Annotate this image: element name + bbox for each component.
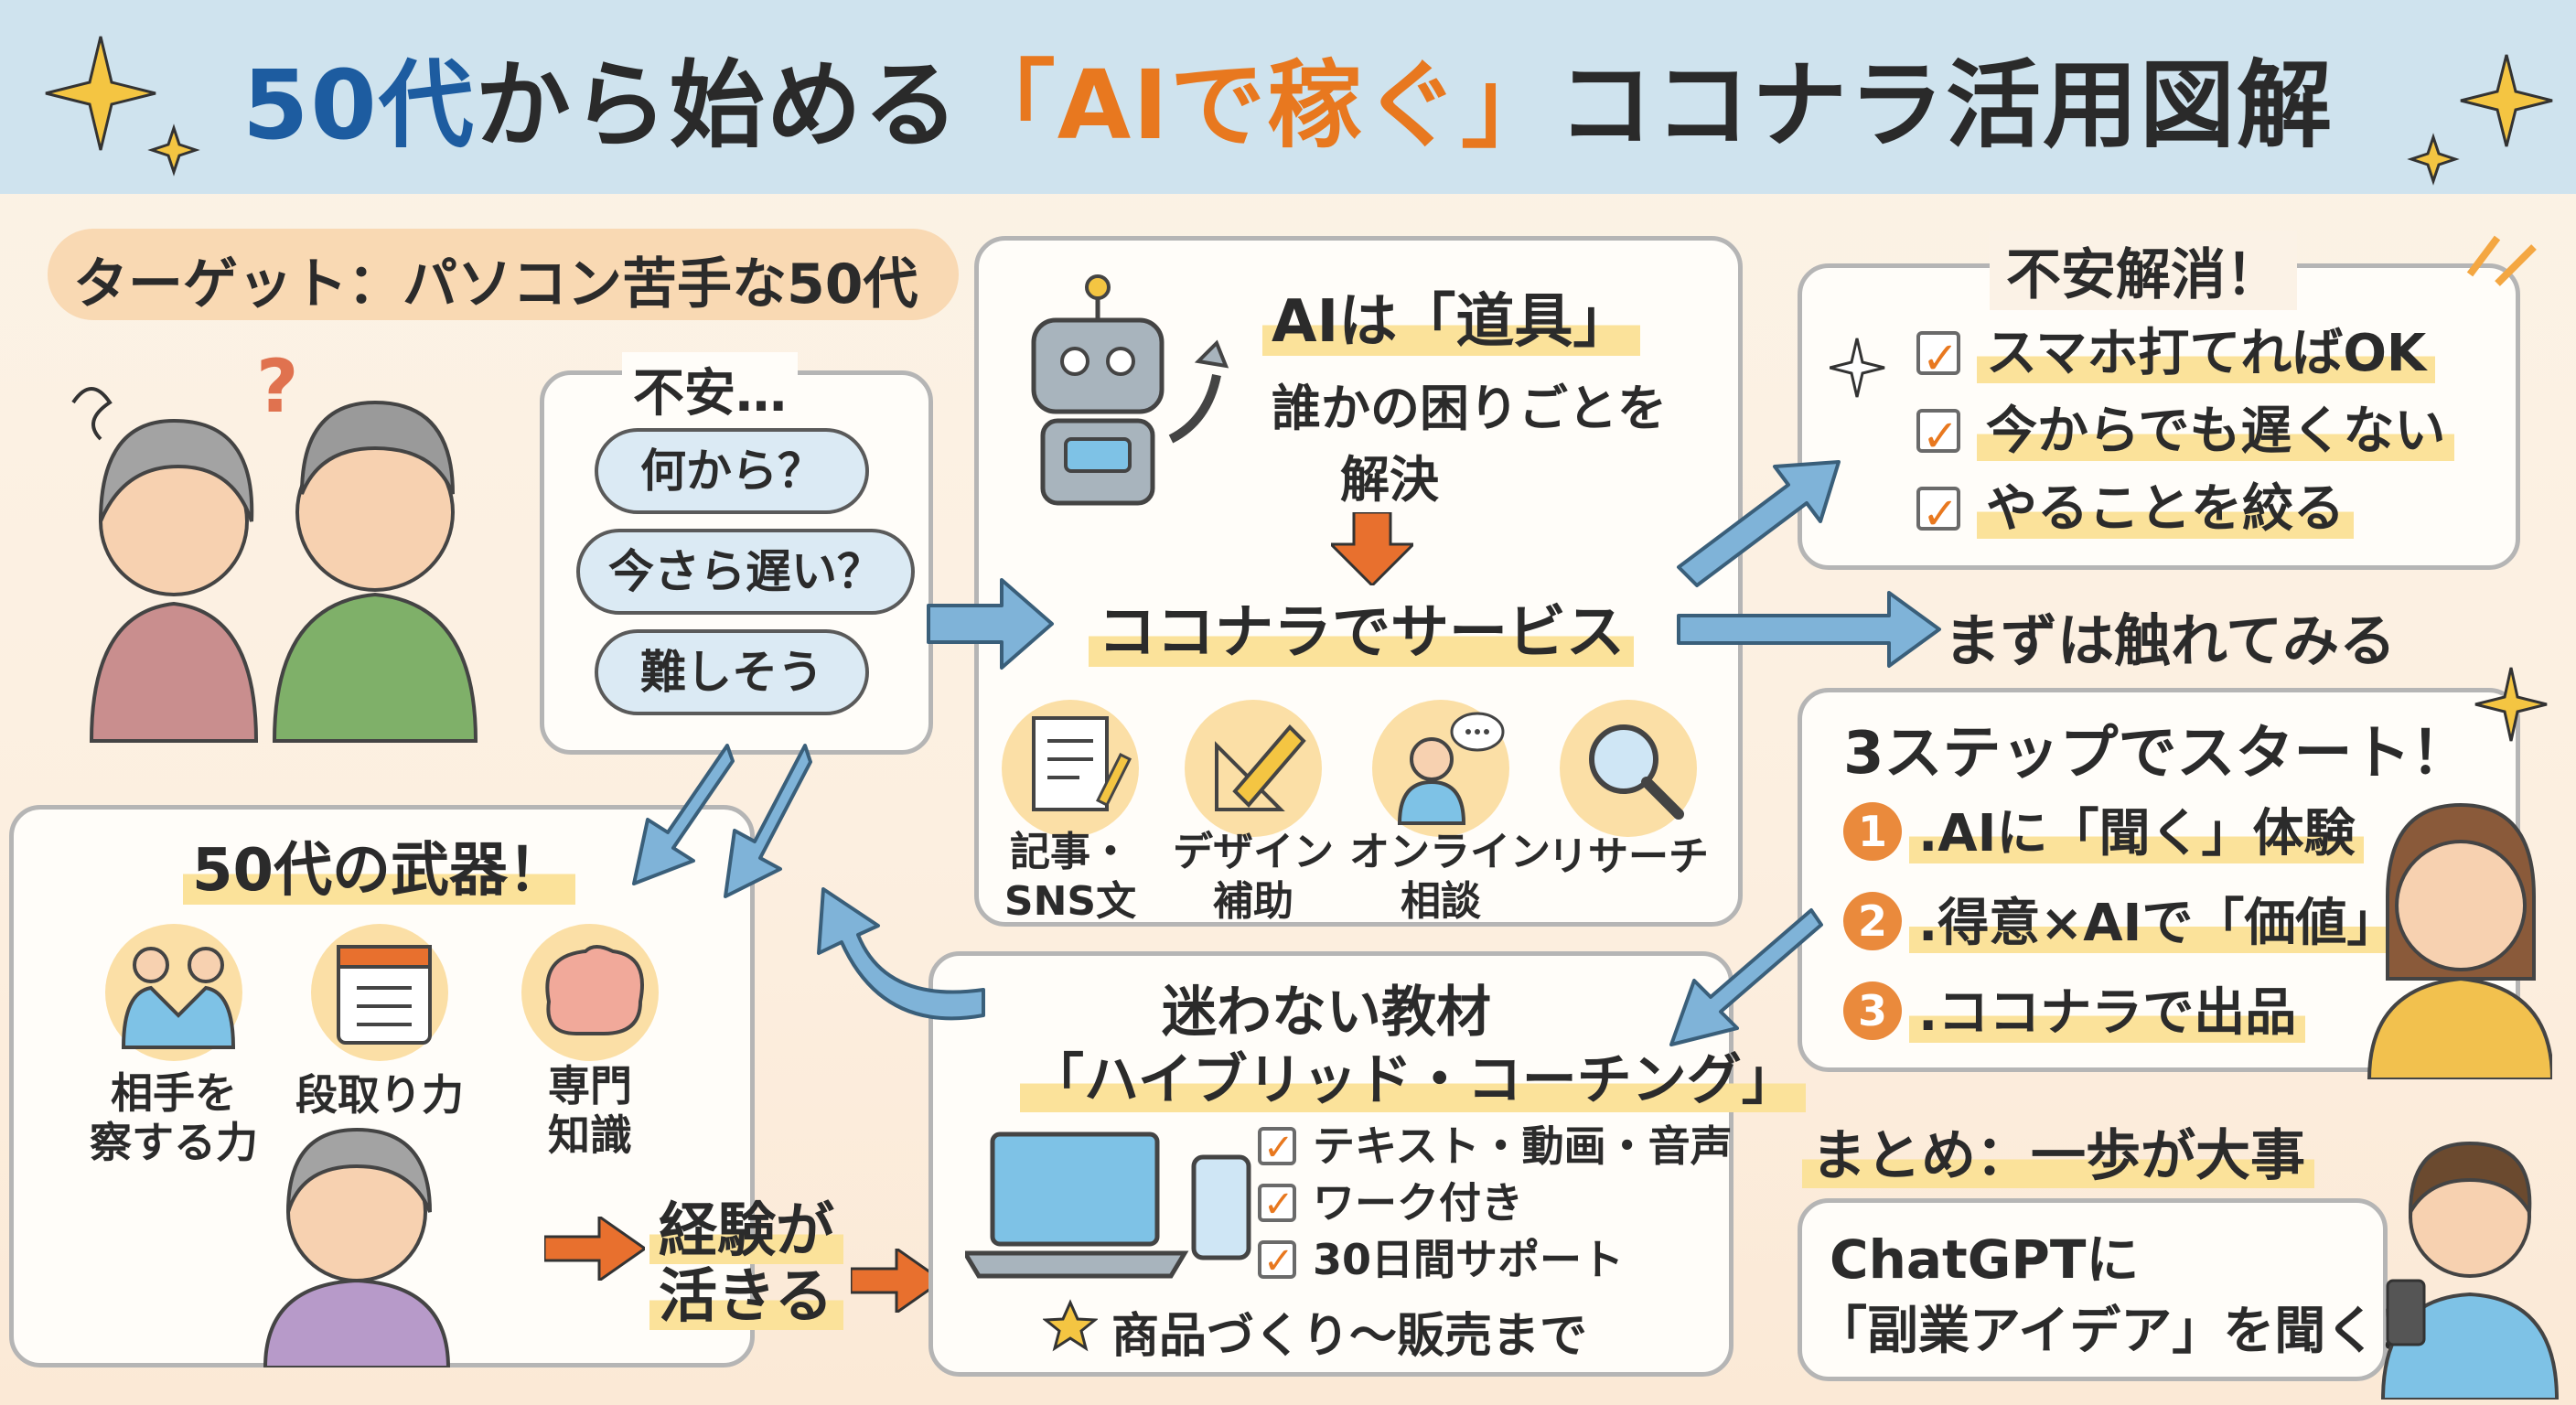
brain-icon <box>545 945 644 1035</box>
anxiety-heading: 不安… <box>622 352 798 426</box>
article-icon <box>1032 716 1132 811</box>
anxiety-bubble-where-start: 何から？ <box>595 428 869 514</box>
steps-heading: 3ステップでスタート！ <box>1843 720 2470 788</box>
handshake-icon <box>121 947 236 1049</box>
checkbox-icon <box>1916 400 1960 473</box>
summary-line1: ChatGPTに <box>1830 1228 2140 1291</box>
title-coconala: ココナラ活用図解 <box>1557 49 2334 161</box>
step-2: 2.得意×AIで「価値」 <box>1843 887 2408 960</box>
header-banner <box>0 0 2576 194</box>
material-item-2: ワーク付き <box>1258 1174 1523 1233</box>
relief-item-2: 今からでも遅くない <box>1916 395 2455 473</box>
title-50s: 50代 <box>242 49 476 161</box>
anxiety-bubble-difficult: 難しそう <box>595 629 869 715</box>
ai-tool-line2: 解決 <box>1340 451 1439 509</box>
step-1: 1.AIに「聞く」体験 <box>1843 798 2365 871</box>
star-icon <box>1043 1299 1098 1352</box>
step-3: 3.ココナラで出品 <box>1843 977 2306 1050</box>
robot-icon <box>1031 274 1229 506</box>
right-arrow-icon <box>851 1249 942 1313</box>
consult-person-icon <box>1397 712 1505 825</box>
relief-item-3: やることを絞る <box>1916 473 2354 551</box>
laptop-phone-icon <box>965 1132 1251 1279</box>
summary-line2: 「副業アイデア」を聞く！ <box>1816 1302 2429 1361</box>
summary-heading: まとめ：一歩が大事 <box>1802 1111 2314 1191</box>
design-pencil-icon <box>1215 724 1306 811</box>
checkbox-icon <box>1258 1176 1296 1233</box>
sparkle-icon <box>2407 54 2553 186</box>
materials-heading: 迷わない教材 <box>1162 981 1491 1045</box>
man-with-phone-illustration <box>2380 1141 2560 1400</box>
burst-icon <box>2466 235 2537 286</box>
checkbox-icon <box>1258 1120 1296 1176</box>
svg-text:?: ? <box>256 344 298 429</box>
calendar-checklist-icon <box>337 945 432 1045</box>
sparkle-icon <box>2474 667 2548 742</box>
materials-footer: 商品づくり〜販売まで <box>1111 1309 1588 1364</box>
target-label: ターゲット：パソコン苦手な50代 <box>73 252 918 316</box>
senior-woman-illustration <box>263 1127 451 1367</box>
sparkle-icon <box>1830 338 1885 398</box>
magnifier-icon <box>1589 724 1684 820</box>
try-first-text: まずは触れてみる <box>1944 607 2397 674</box>
service-heading: ココナラでサービス <box>1089 585 1634 670</box>
relief-item-1: スマホ打てればOK <box>1916 317 2436 395</box>
anxiety-bubble-too-late: 今さら遅い？ <box>576 529 915 615</box>
checkbox-icon <box>1916 477 1960 551</box>
title-ai-earn: 「AIで稼ぐ」 <box>960 49 1558 161</box>
down-arrow-icon <box>1331 512 1413 585</box>
relief-heading: 不安解消！ <box>1990 231 2297 310</box>
weapon-label-planning: 段取り力 <box>295 1070 464 1120</box>
target-tag <box>48 229 959 320</box>
sparkle-icon <box>45 36 200 177</box>
checkbox-icon <box>1258 1233 1296 1290</box>
ai-tool-heading: AIは「道具」 <box>1262 274 1641 359</box>
checkbox-icon <box>1916 322 1960 395</box>
ai-tool-line1: 誰かの困りごとを <box>1272 380 1667 437</box>
weapons-heading: 50代の武器！ <box>183 823 576 907</box>
materials-subheading: 「ハイブリッド・コーチング」 <box>1020 1035 1806 1115</box>
page-title: 50代から始める「AIで稼ぐ」ココナラ活用図解 <box>0 27 2576 166</box>
service-label-consult: オンライン相談 <box>1349 829 1551 925</box>
service-label-research: リサーチ <box>1548 833 1709 880</box>
material-item-1: テキスト・動画・音声 <box>1258 1118 1733 1176</box>
summary-box <box>1798 1198 2388 1381</box>
experience-text: 経験が活きる <box>649 1198 843 1330</box>
weapon-label-expertise: 専門知識 <box>548 1061 632 1160</box>
weapon-label-empathy: 相手を察する力 <box>90 1068 258 1167</box>
right-arrow-icon <box>544 1217 645 1281</box>
worried-couple-illustration: ? <box>71 344 478 743</box>
title-start: から始める <box>475 49 961 161</box>
woman-smiling-illustration <box>2367 802 2552 1079</box>
material-item-3: 30日間サポート <box>1258 1231 1624 1290</box>
service-label-design: デザイン補助 <box>1173 829 1334 925</box>
service-label-article: 記事・SNS文 <box>1004 829 1137 925</box>
